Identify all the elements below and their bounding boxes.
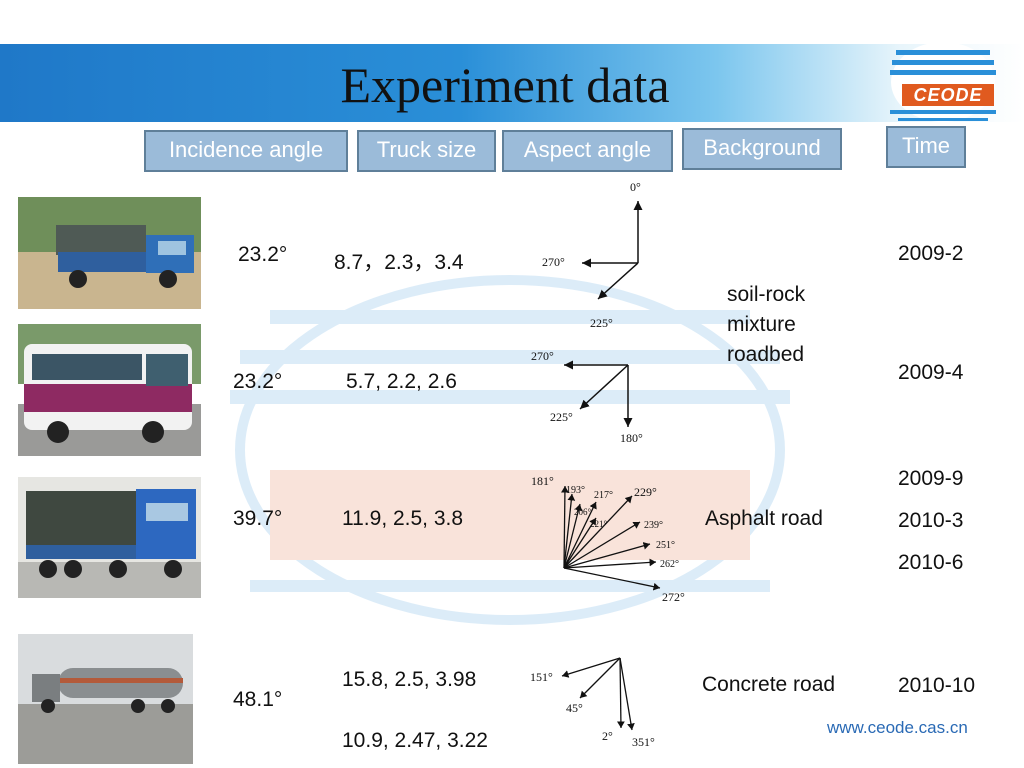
time-row3-c: 2010-6 <box>898 551 964 574</box>
bus-photo <box>18 324 201 456</box>
aspect-label: 229° <box>634 485 657 499</box>
header-background: Background <box>682 128 842 170</box>
aspect-label: 151° <box>530 670 553 684</box>
aspect-diagram-row1: 0° 270° 225° <box>542 180 643 330</box>
header-aspect-angle: Aspect angle <box>502 130 673 172</box>
truck-photo-1 <box>18 197 201 309</box>
background-asphalt: Asphalt road <box>705 507 823 530</box>
aspect-label: 239° <box>644 520 663 531</box>
tanker-photo <box>18 634 193 764</box>
truck-size-row1: 8.7，2.3，3.4 <box>334 251 464 274</box>
time-row3-a: 2009-9 <box>898 467 964 490</box>
aspect-diagram-row3: 181° 193° 206° 217° 221° 229° 239° 251° … <box>531 474 685 604</box>
time-row4: 2010-10 <box>898 674 976 697</box>
header-incidence-angle: Incidence angle <box>144 130 348 172</box>
truck-photo-3 <box>18 477 201 598</box>
time-row1: 2009-2 <box>898 242 964 265</box>
background-concrete: Concrete road <box>702 673 836 696</box>
page-title: Experiment data <box>340 57 670 113</box>
logo-text: CEODE <box>902 84 994 106</box>
footer-url[interactable]: www.ceode.cas.cn <box>827 718 968 737</box>
aspect-label: 193° <box>566 485 585 496</box>
aspect-label: 225° <box>590 316 613 330</box>
aspect-label: 351° <box>632 735 655 749</box>
ceode-logo-icon <box>890 42 996 122</box>
aspect-label: 251° <box>656 540 675 551</box>
title-banner <box>0 44 1024 122</box>
header-truck-size: Truck size <box>357 130 496 172</box>
truck-size-row4-b: 10.9, 2.47, 3.22 <box>342 729 488 752</box>
background-soil: soil-rock mixture roadbed <box>727 280 805 370</box>
aspect-label: 206° <box>574 507 592 517</box>
aspect-label: 270° <box>542 255 565 269</box>
aspect-label: 181° <box>531 474 554 488</box>
background-soil-line: roadbed <box>727 343 805 366</box>
aspect-label: 272° <box>662 590 685 604</box>
background-soil-line: soil-rock <box>727 283 806 306</box>
aspect-label: 0° <box>630 180 641 194</box>
ceode-watermark <box>230 275 790 625</box>
truck-size-row4-a: 15.8, 2.5, 3.98 <box>342 668 477 691</box>
incidence-angle-row3: 39.7° <box>233 507 283 530</box>
background-soil-line: mixture <box>727 313 796 336</box>
incidence-angle-row4: 48.1° <box>233 688 283 711</box>
aspect-label: 2° <box>602 729 613 743</box>
aspect-diagram-row4: 151° 45° 2° 351° <box>530 657 655 749</box>
aspect-label: 262° <box>660 559 679 570</box>
aspect-label: 217° <box>594 490 613 501</box>
aspect-label: 221° <box>590 519 608 529</box>
truck-size-row3: 11.9, 2.5, 3.8 <box>342 507 464 530</box>
time-row2: 2009-4 <box>898 361 964 384</box>
aspect-diagram-row2: 270° 225° 180° <box>531 349 643 445</box>
truck-size-row2: 5.7, 2.2, 2.6 <box>346 370 457 393</box>
time-row3-b: 2010-3 <box>898 509 964 532</box>
incidence-angle-row1: 23.2° <box>238 243 288 266</box>
header-time: Time <box>886 126 966 168</box>
aspect-label: 270° <box>531 349 554 363</box>
incidence-angle-row2: 23.2° <box>233 370 283 393</box>
aspect-label: 45° <box>566 701 583 715</box>
aspect-label: 180° <box>620 431 643 445</box>
aspect-label: 225° <box>550 410 573 424</box>
